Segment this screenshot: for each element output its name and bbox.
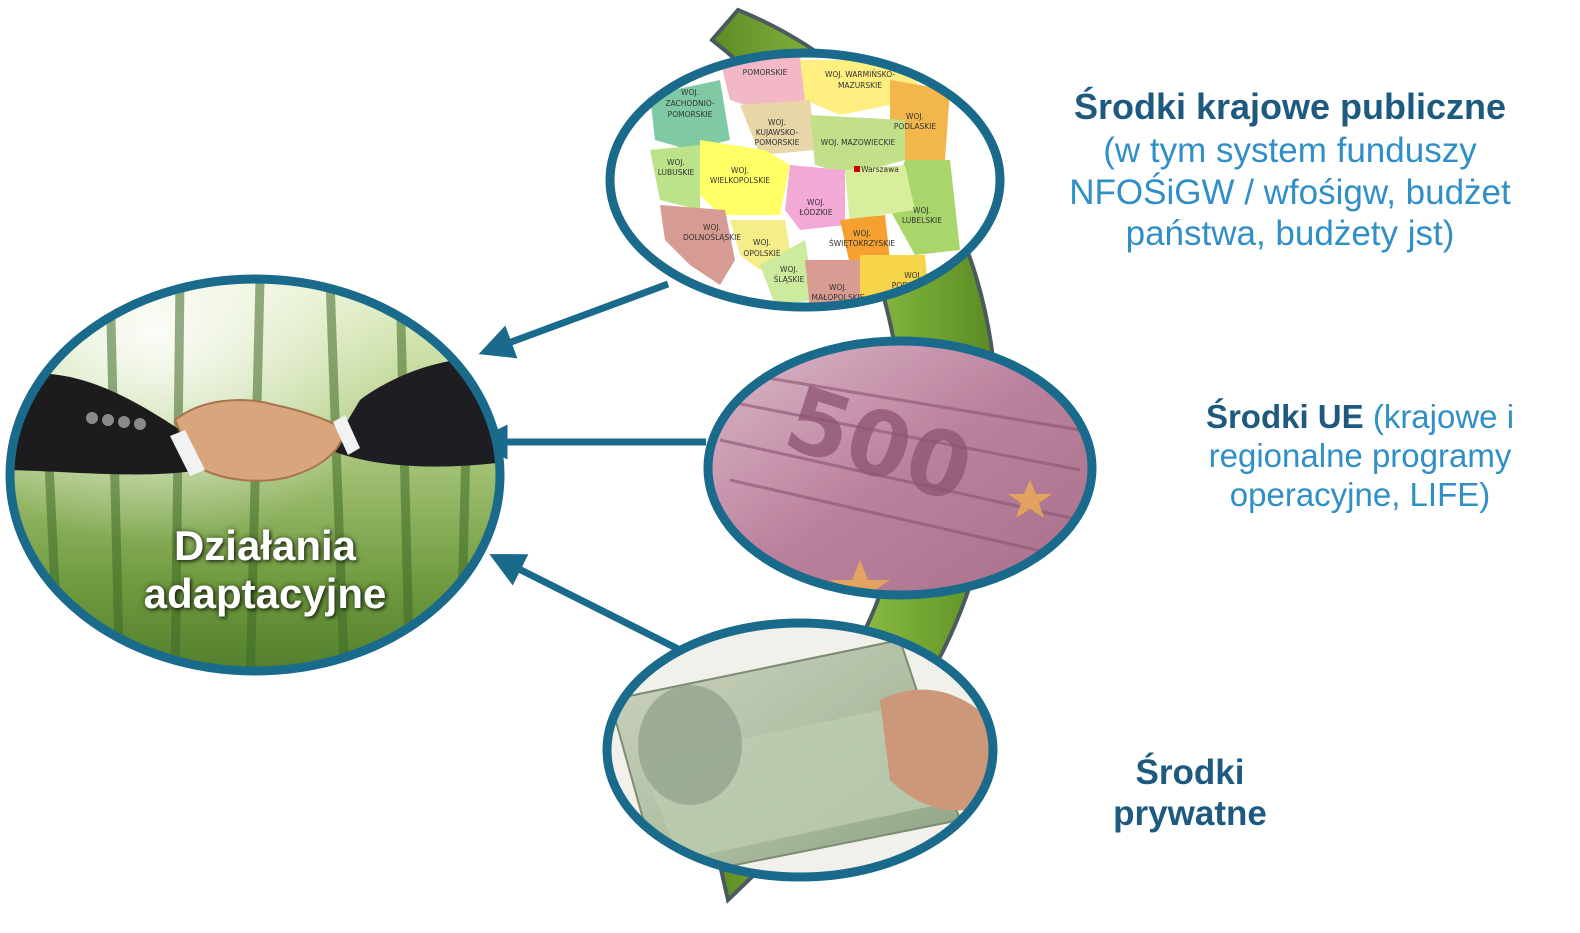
map-label-woj: WOJ. (753, 238, 771, 247)
map-label-lodzkie: ŁÓDZKIE (799, 208, 833, 217)
map-label-wielkopolskie: WIELKOPOLSKIE (710, 176, 770, 185)
label-krajowe-sub2: NFOŚiGW / wfośigw, budżet (1069, 172, 1511, 212)
map-label-woj: WOJ. (780, 265, 798, 274)
map-label-woj: WOJ. (667, 158, 685, 167)
map-label-woj: WOJ. (853, 229, 871, 238)
map-label-woj: WOJ. (703, 223, 721, 232)
label-prywatne-line1: Środki (1135, 753, 1245, 792)
map-label-woj: WOJ. (768, 118, 786, 127)
map-label-slaskie: ŚLĄSKIE (774, 275, 805, 284)
map-label-kujawsko: KUJAWSKO- (756, 128, 799, 137)
label-srodki-ue: Środki UE (krajowe i regionalne programy… (1140, 398, 1580, 515)
label-ue-sub2: regionalne programy (1208, 436, 1512, 474)
map-label-woj: WOJ. (731, 166, 749, 175)
map-label-woj: WOJ. (906, 112, 924, 121)
map-label-podlaskie: PODLASKIE (894, 122, 937, 131)
map-label-woj: WOJ. (913, 206, 931, 215)
map-label-swietokrzyskie: ŚWIĘTOKRZYSKIE (829, 239, 895, 248)
label-srodki-prywatne: Środki prywatne (1080, 752, 1300, 835)
map-label-lubelskie: LUBELSKIE (902, 216, 942, 225)
arrow-prywatne (489, 554, 692, 659)
poland-map-image: POMORSKIE WOJ. WARMIŃSKO- MAZURSKIE WOJ.… (605, 48, 1005, 312)
map-label-opolskie: OPOLSKIE (743, 249, 780, 258)
label-krajowe-sub1: (w tym system funduszy (1103, 131, 1477, 171)
map-label-dolnoslaskie: DOLNOŚLĄSKIE (683, 233, 741, 242)
map-label-warminsko: WOJ. WARMIŃSKO- (825, 70, 895, 79)
pln-banknotes-image (602, 618, 998, 882)
label-krajowe-sub3: państwa, budżety jst) (1125, 214, 1455, 254)
map-label-woj: WOJ. (829, 283, 847, 292)
map-label-pomorskie: POMORSKIE (743, 68, 788, 77)
euro-banknotes-image: 500 (703, 336, 1097, 600)
map-label-malopolskie: MAŁOPOLSKIE (812, 293, 865, 302)
arrow-krajowe (478, 280, 670, 359)
center-label-line2: adaptacyjne (143, 570, 387, 618)
label-ue-title: Środki UE (1205, 398, 1364, 435)
label-ue-sub1: (krajowe i (1363, 398, 1515, 435)
map-label-lubuskie: LUBUSKIE (658, 168, 695, 177)
map-label-zachodnio: ZACHODNIO- (665, 99, 715, 108)
map-label-zach-pomorskie: POMORSKIE (668, 110, 713, 119)
center-handshake-image (5, 274, 505, 676)
map-label-woj: WOJ (904, 271, 920, 280)
center-label: Działania adaptacyjne (30, 522, 500, 619)
map-label-mazowieckie: WOJ. MAZOWIECKIE (821, 138, 896, 147)
flow-arrows (472, 280, 706, 659)
map-label-woj: WOJ. (807, 198, 825, 207)
label-krajowe-title: Środki krajowe publiczne (1073, 86, 1507, 127)
label-ue-sub3: operacyjne, LIFE) (1229, 475, 1491, 513)
map-label-mazurskie: MAZURSKIE (838, 81, 882, 90)
map-label-kuj-pomorskie: POMORSKIE (755, 138, 800, 147)
center-label-line1: Działania (173, 522, 357, 569)
map-label-warszawa: Warszawa (861, 165, 899, 174)
label-srodki-krajowe: Środki krajowe publiczne (w tym system f… (1010, 86, 1570, 254)
label-prywatne-line2: prywatne (1113, 794, 1267, 834)
map-label-woj: WOJ. (681, 88, 699, 97)
